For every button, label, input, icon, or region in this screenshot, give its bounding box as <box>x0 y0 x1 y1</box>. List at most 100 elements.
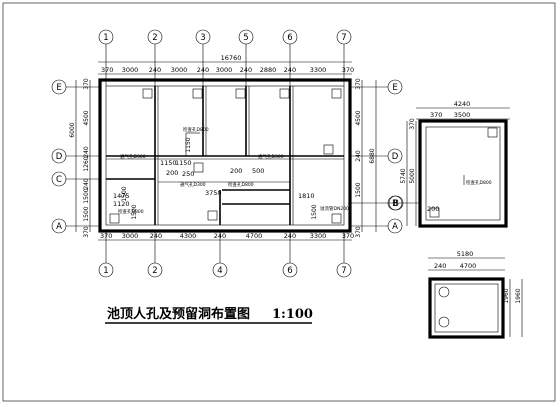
manhole-box <box>142 88 153 99</box>
dim-text: 3300 <box>310 66 327 74</box>
outer-wall <box>98 78 352 233</box>
manhole-box <box>279 88 290 99</box>
dim-text: 1150 <box>185 137 192 152</box>
dim-text: 6880 <box>369 148 376 163</box>
axis-label: 2 <box>152 266 157 276</box>
axis-label: E <box>56 83 61 93</box>
axis-bubble <box>195 29 211 45</box>
dim-text: 4300 <box>180 232 197 240</box>
axis-bubble <box>238 29 254 45</box>
left-dimensions: 6000 4500 370 1260 240 240 1500 1500 370 <box>69 78 91 238</box>
dim-text: 240 <box>83 146 90 158</box>
dim-text: 3000 <box>122 232 139 240</box>
axis-label: 1 <box>103 33 108 43</box>
title-text: 池顶人孔及预留洞布置图 <box>107 306 250 322</box>
dim-text: 5740 <box>400 168 407 183</box>
detail-plan-1: 4240 370 3500 5740 5000 370 检查孔D800 200 … <box>388 100 510 228</box>
dim-text: 1500 <box>311 204 318 219</box>
axis-bubble <box>336 29 352 45</box>
main-plan: 检查孔D800 1150 1150 1150 通气孔D300 通气孔D300 2… <box>98 78 352 233</box>
dim-text: 4700 <box>460 262 477 270</box>
manhole-box <box>109 213 120 224</box>
dim-text: 200 <box>427 205 439 213</box>
manhole-box <box>429 207 440 218</box>
dim-text: 240 <box>355 150 362 162</box>
pipe-opening <box>438 316 450 328</box>
dim-text: 16760 <box>221 54 242 62</box>
axis-label: 7 <box>341 33 346 43</box>
note-text: 通气孔D300 <box>120 153 146 160</box>
dim-text: 240 <box>197 66 209 74</box>
drawing-border <box>2 2 556 402</box>
dim-text: 500 <box>252 167 264 175</box>
dim-text: 3000 <box>122 66 139 74</box>
dim-text: 5180 <box>457 250 474 258</box>
dim-text: 240 <box>434 262 446 270</box>
right-dimensions: 370 4500 6880 240 1500 370 <box>355 78 377 238</box>
dim-text: 2880 <box>260 66 277 74</box>
axis-label: 1 <box>103 266 108 276</box>
axis-bubble <box>282 29 298 45</box>
dim-text: 3500 <box>454 111 471 119</box>
dim-text: 370 <box>355 226 362 238</box>
manhole-box <box>331 213 342 224</box>
dim-text: 240 <box>240 66 252 74</box>
dim-text: 3000 <box>171 66 188 74</box>
manhole-box <box>193 162 204 173</box>
dim-text: 1960 <box>503 288 510 303</box>
dim-text: 5000 <box>409 168 416 183</box>
dim-text: 1150 <box>175 159 192 167</box>
note-text: 溢流管DN200 <box>320 205 349 212</box>
axis-label: E <box>392 83 397 93</box>
dim-text: 370 <box>101 66 113 74</box>
dim-text: 1500 <box>131 204 138 219</box>
axis-label: 7 <box>341 266 346 276</box>
manhole-box <box>207 210 218 221</box>
axis-label: D <box>392 152 399 162</box>
dim-text: 4700 <box>246 232 263 240</box>
detail-plan-2: 5180 240 4700 1960 1960 <box>428 250 523 339</box>
axis-label: 2 <box>152 33 157 43</box>
dim-text: 370 <box>342 232 354 240</box>
dim-text: 370 <box>83 226 90 238</box>
dim-text: 4240 <box>454 100 471 108</box>
dim-text: 370 <box>409 118 416 130</box>
axis-label: B <box>393 199 399 209</box>
left-axis-bubbles: E D C A <box>51 79 100 234</box>
note-text: 检查孔D800 <box>183 126 209 133</box>
dim-text: 3750 <box>205 189 222 197</box>
dim-text: 1500 <box>355 182 362 197</box>
manhole-box <box>235 88 246 99</box>
axis-bubble <box>98 29 114 45</box>
dim-text: 240 <box>83 178 90 190</box>
axis-label: A <box>392 222 398 232</box>
axis-label: 6 <box>287 266 292 276</box>
dim-text: 1810 <box>298 192 315 200</box>
manhole-box <box>487 127 498 138</box>
dim-text: 4500 <box>355 110 362 125</box>
dim-text: 6000 <box>69 122 76 137</box>
dim-text: 250 <box>182 170 194 178</box>
dim-text: 1500 <box>83 188 90 203</box>
axis-label: 6 <box>287 33 292 43</box>
axis-label: D <box>56 152 63 162</box>
bottom-axis-bubbles: 1 2 4 6 7 <box>98 231 352 278</box>
dim-text: 370 <box>355 78 362 90</box>
drawing-title: 池顶人孔及预留洞布置图 1:100 <box>105 306 313 324</box>
dim-text: 1475 <box>113 192 130 200</box>
axis-label: 4 <box>217 266 222 276</box>
note-text: 通气孔D300 <box>180 181 206 188</box>
dim-text: 240 <box>284 66 296 74</box>
dim-text: 1260 <box>83 156 90 171</box>
dim-text: 1500 <box>121 186 128 201</box>
dim-text: 240 <box>149 66 161 74</box>
manhole-box <box>192 88 203 99</box>
dim-text: 370 <box>342 66 354 74</box>
axis-label: B <box>392 199 398 209</box>
manhole-box <box>331 88 342 99</box>
note-text: 检查孔D800 <box>466 179 492 186</box>
axis-bubble <box>147 29 163 45</box>
bottom-dimensions: 370 3000 240 4300 240 4700 240 3300 370 <box>98 232 354 241</box>
dim-text: 1120 <box>113 200 130 208</box>
